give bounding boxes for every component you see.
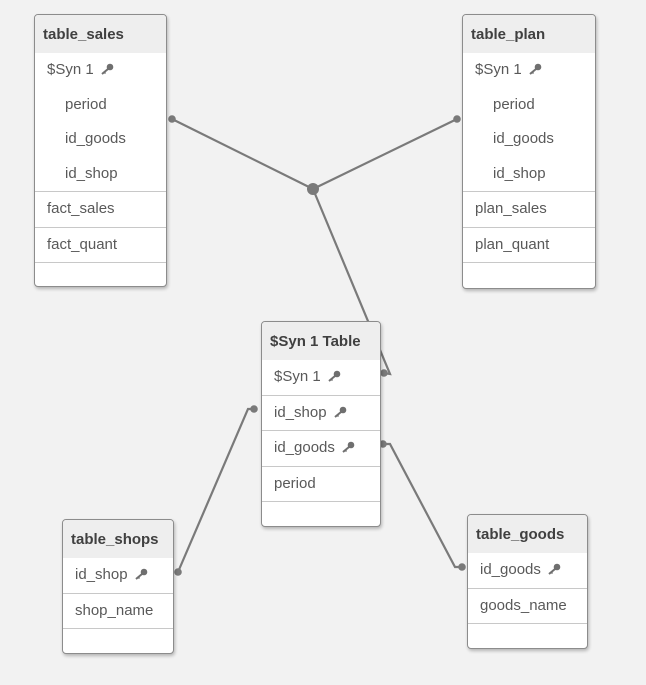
table-syn-1[interactable]: $Syn 1 Table $Syn 1 id_shop id_goods per… (261, 321, 381, 527)
table-footer (463, 263, 595, 287)
table-title: table_shops (63, 520, 173, 558)
field-row[interactable]: period (493, 95, 535, 113)
field-row[interactable]: id_shop (65, 164, 118, 182)
link-endpoint (250, 405, 258, 413)
table-shops[interactable]: table_shops id_shop shop_name (62, 519, 174, 654)
link-syn-table-to-shops (176, 407, 254, 573)
field-name: id_goods (480, 561, 541, 578)
key-icon (529, 63, 542, 75)
table-goods[interactable]: table_goods id_goods goods_name (467, 514, 588, 649)
link-endpoint (458, 563, 466, 571)
table-plan[interactable]: table_plan $Syn 1 period id_goods id_sho… (462, 14, 596, 289)
field-row[interactable]: goods_name (468, 589, 587, 624)
field-row[interactable]: id_goods (468, 553, 587, 589)
link-plan-to-junction (312, 118, 458, 190)
junction-node (307, 183, 319, 195)
field-row[interactable]: fact_quant (35, 228, 166, 263)
key-icon (328, 370, 341, 382)
field-row[interactable]: id_goods (262, 431, 380, 467)
table-title: table_goods (468, 515, 587, 553)
key-icon (134, 568, 147, 580)
link-endpoint (453, 115, 461, 123)
field-name: $Syn 1 (475, 61, 522, 78)
link-endpoint (379, 440, 387, 448)
field-row[interactable]: period (262, 467, 380, 502)
field-row[interactable]: fact_sales (35, 192, 166, 228)
field-row[interactable]: id_goods (493, 130, 554, 147)
table-title: table_sales (35, 15, 166, 53)
field-name: id_goods (274, 439, 335, 456)
field-name: id_shop (274, 403, 327, 421)
link-endpoint (174, 568, 182, 576)
field-name: $Syn 1 (47, 61, 94, 78)
table-footer (262, 502, 380, 526)
field-row[interactable]: id_goods (65, 130, 126, 147)
link-sales-to-junction (171, 118, 314, 190)
table-footer (63, 629, 173, 653)
field-row[interactable]: $Syn 1 (463, 53, 595, 88)
key-icon (333, 406, 346, 418)
link-endpoint (168, 115, 176, 123)
field-row[interactable]: period (65, 95, 107, 113)
field-row[interactable]: plan_sales (463, 192, 595, 228)
field-name: $Syn 1 (274, 368, 321, 385)
table-footer (468, 624, 587, 648)
table-sales[interactable]: table_sales $Syn 1 period id_goods id_sh… (34, 14, 167, 287)
field-row[interactable]: id_shop (63, 558, 173, 594)
key-icon (101, 63, 114, 75)
field-row[interactable]: $Syn 1 (35, 53, 166, 88)
table-footer (35, 263, 166, 286)
key-icon (548, 563, 561, 575)
field-row[interactable]: id_shop (262, 396, 380, 431)
table-title: table_plan (463, 15, 595, 53)
field-row[interactable]: plan_quant (463, 228, 595, 263)
field-row[interactable]: shop_name (63, 594, 173, 629)
field-row[interactable]: id_shop (493, 164, 546, 182)
field-row[interactable]: $Syn 1 (262, 360, 380, 396)
link-syn-table-to-goods (383, 442, 462, 569)
table-title: $Syn 1 Table (262, 322, 380, 360)
key-icon (342, 441, 355, 453)
link-endpoint (380, 369, 388, 377)
field-name: id_shop (75, 566, 128, 583)
